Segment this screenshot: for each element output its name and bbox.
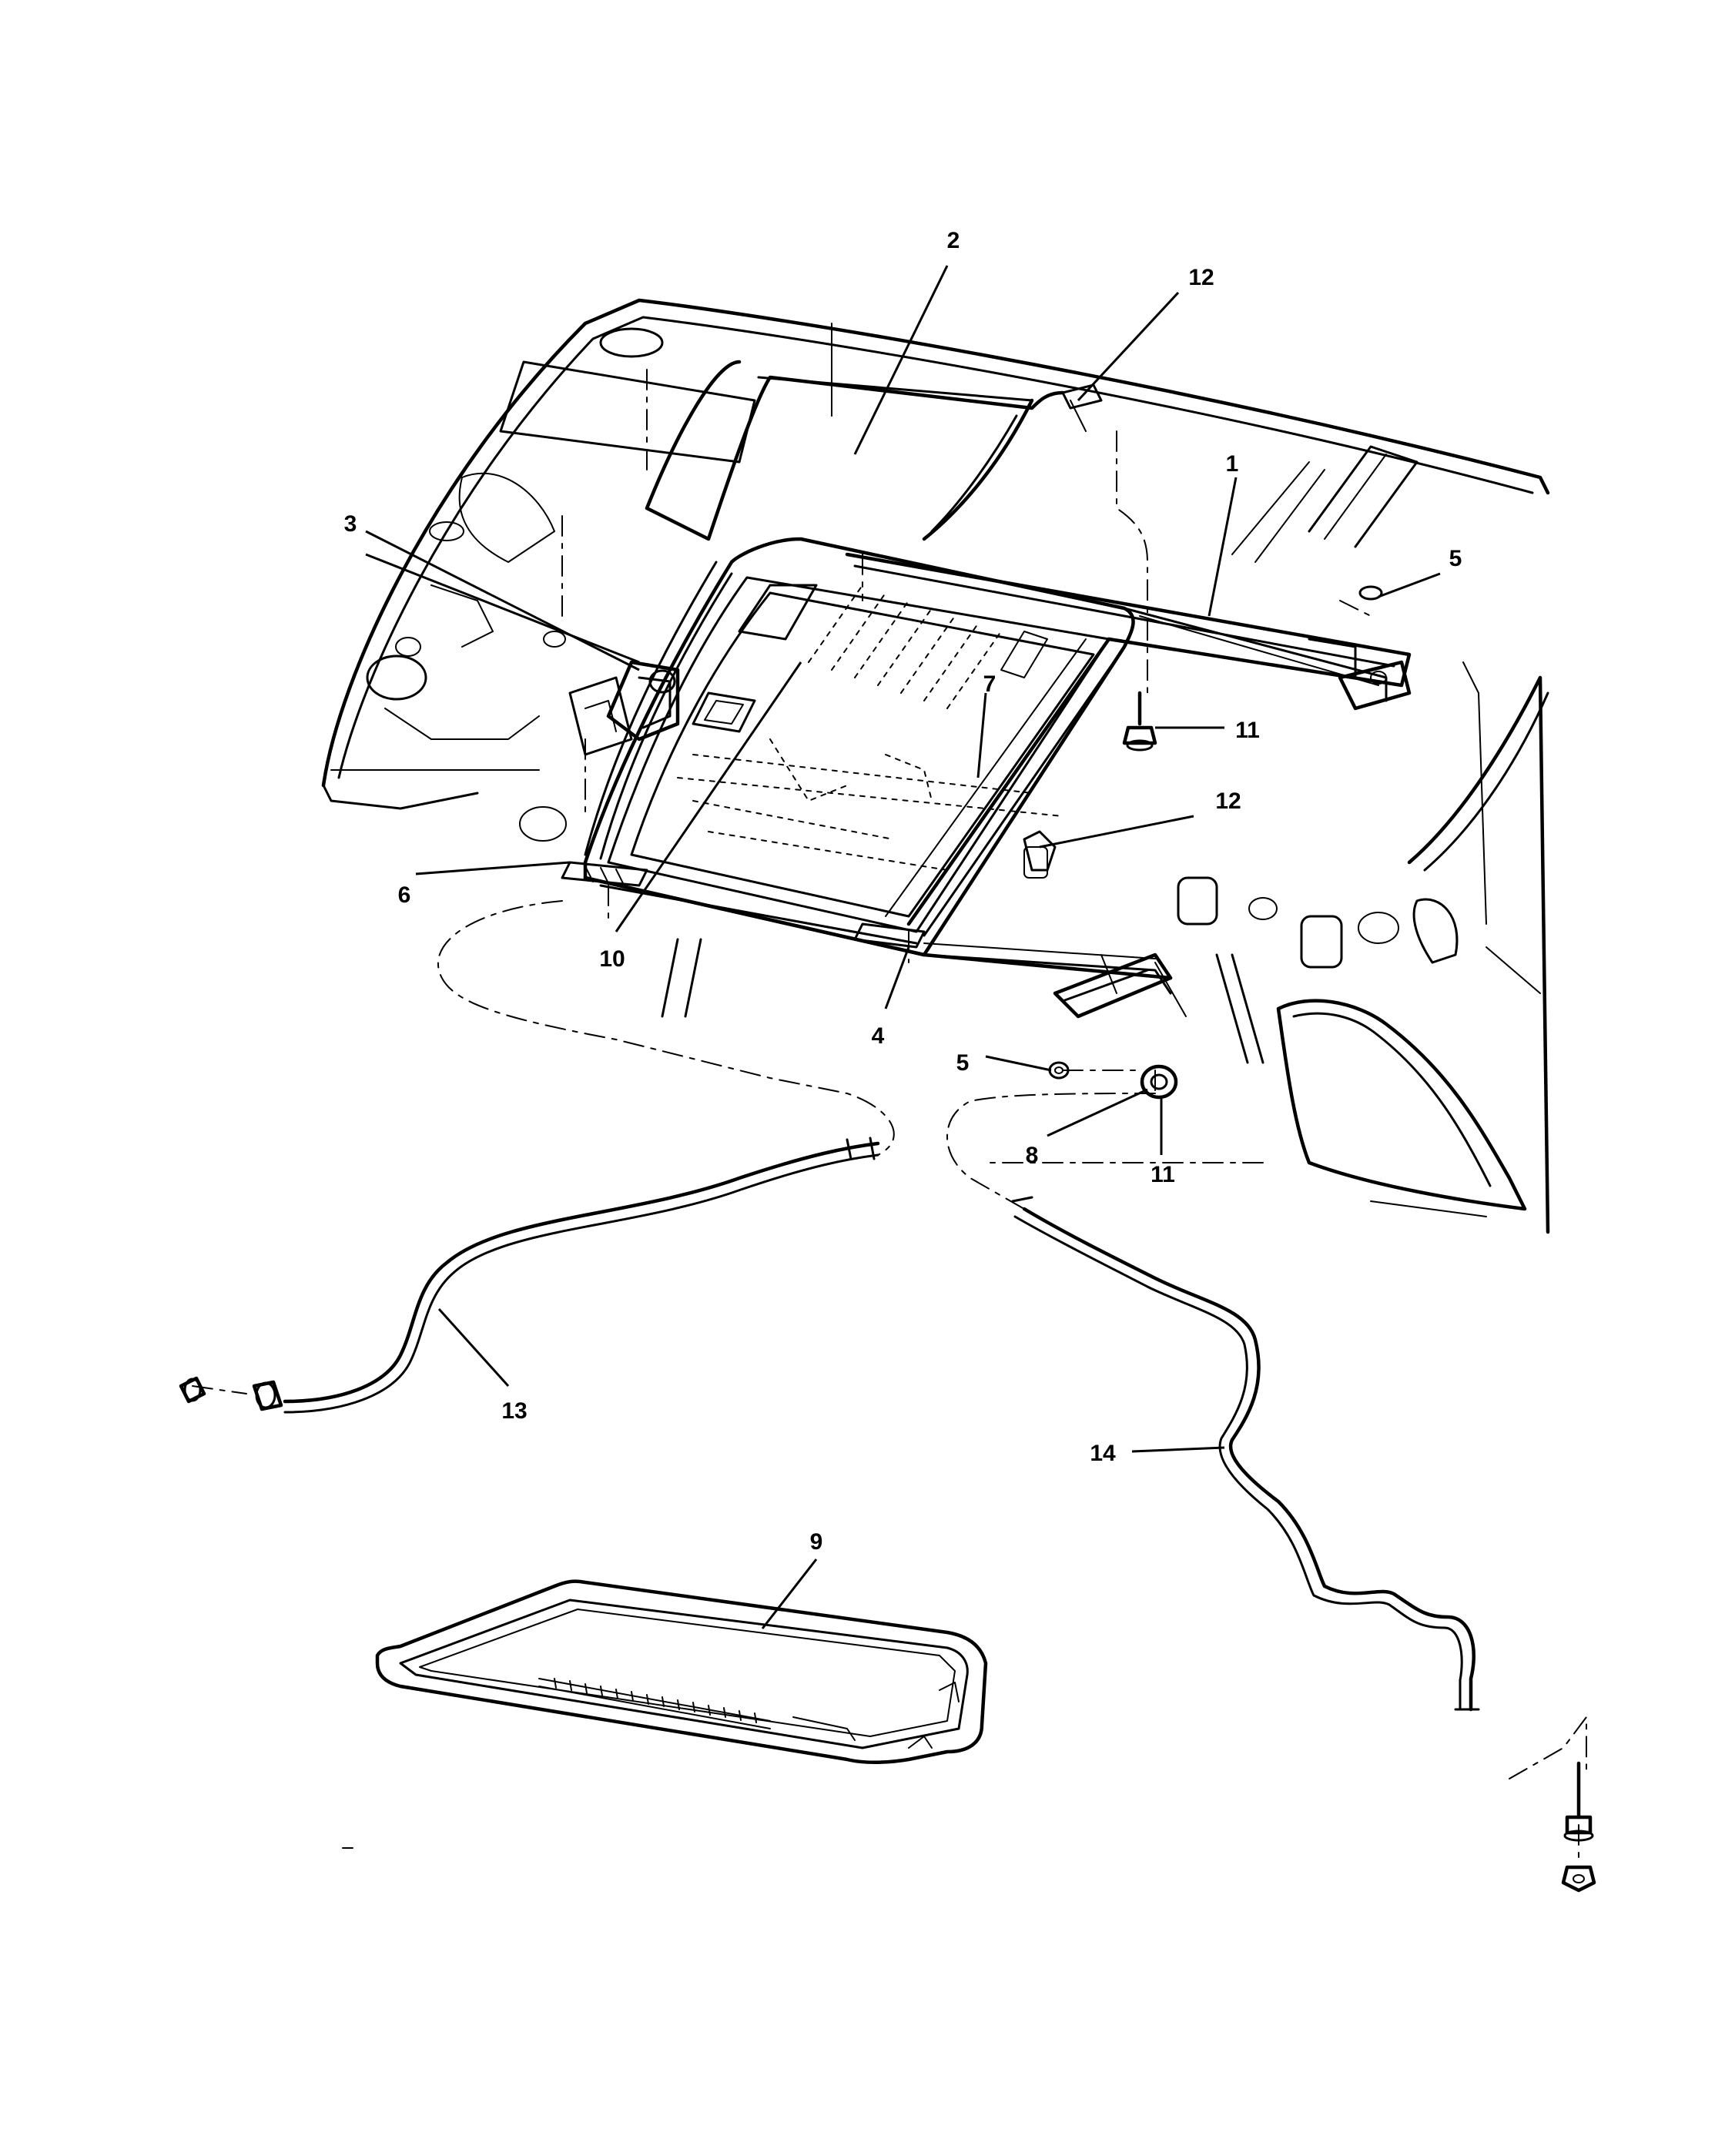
callout-10: 10 [599,946,625,972]
callout-2: 2 [947,228,960,253]
callout-6: 6 [398,882,411,908]
callout-7: 7 [983,671,996,697]
front-drain-hose [283,1137,880,1414]
roof-panel [321,298,1550,1234]
leader-lines [365,265,1441,1629]
callout-labels: 1 2 3 4 5 5 6 7 8 9 10 11 11 12 12 13 14 [344,228,1462,1555]
callout-12-middle: 12 [1215,788,1241,814]
sunroof-housing-frame [561,383,1412,1019]
callout-13: 13 [501,1398,527,1424]
callout-14: 14 [1090,1441,1116,1466]
rear-drain-hose [1011,1196,1480,1712]
fasteners [179,585,1596,1893]
callout-1: 1 [1226,451,1239,477]
sunroof-seal-frame [375,1579,988,1764]
callout-5-lower: 5 [956,1050,970,1076]
callout-8: 8 [1026,1143,1039,1168]
assembly-lines [192,323,1587,1864]
callout-11-upper: 11 [1235,718,1260,743]
sunroof-glass-panel [645,338,1065,541]
callout-11-lower: 11 [1151,1162,1175,1187]
callout-9: 9 [810,1529,823,1555]
callout-5-upper: 5 [1449,546,1462,571]
callout-4: 4 [872,1023,885,1049]
callout-12-upper: 12 [1188,265,1214,290]
callout-3: 3 [344,511,357,537]
